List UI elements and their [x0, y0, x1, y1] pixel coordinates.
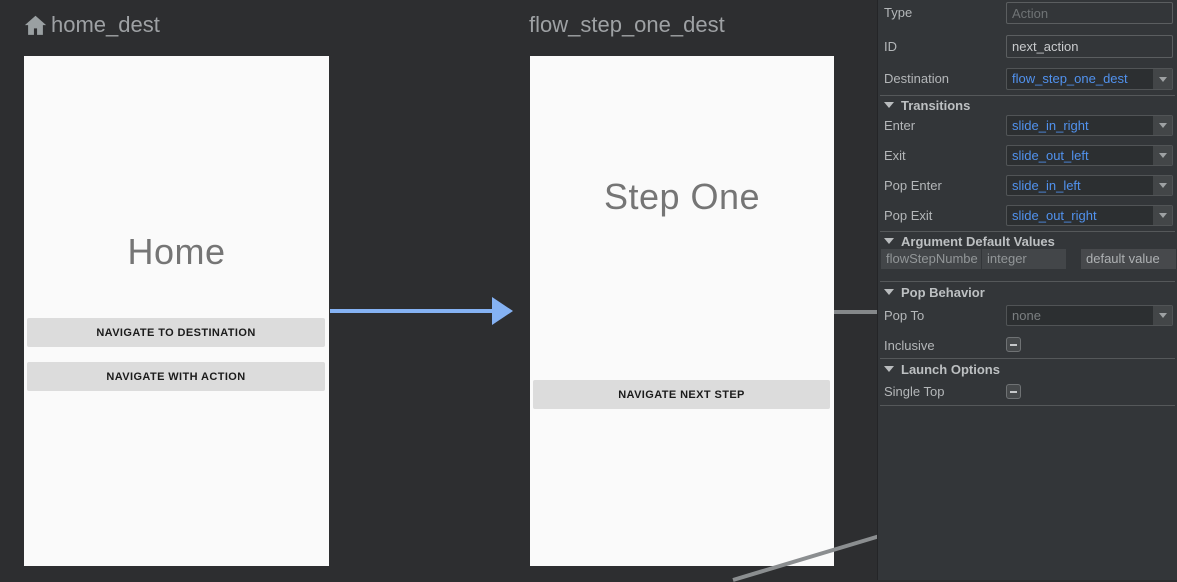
exit-label: Exit [884, 148, 906, 163]
argument-defaults-section-header[interactable]: Argument Default Values [884, 233, 1055, 249]
pop-to-dropdown[interactable]: none [1006, 305, 1173, 326]
pop-exit-transition-dropdown[interactable]: slide_out_right [1006, 205, 1173, 226]
transitions-section-header[interactable]: Transitions [884, 97, 970, 113]
collapse-triangle-icon [884, 238, 894, 244]
inclusive-label: Inclusive [884, 338, 935, 353]
section-divider [880, 358, 1175, 359]
preview-button-navigate-next-step: NAVIGATE NEXT STEP [533, 380, 830, 409]
pop-to-value: none [1012, 308, 1041, 323]
destination-home-card[interactable]: Home NAVIGATE TO DESTINATION NAVIGATE WI… [24, 56, 329, 566]
collapse-triangle-icon [884, 366, 894, 372]
argument-name-cell[interactable]: flowStepNumbe [881, 249, 981, 269]
exit-transition-dropdown[interactable]: slide_out_left [1006, 145, 1173, 166]
attributes-panel: Type ID Destination flow_step_one_dest T… [877, 0, 1177, 580]
pop-exit-transition-value: slide_out_right [1012, 208, 1097, 223]
section-divider [880, 95, 1175, 96]
section-divider [880, 405, 1175, 406]
nav-graph-canvas[interactable]: home_dest flow_step_one_dest Home NAVIGA… [0, 0, 879, 582]
action-edge-home-to-step-one-line[interactable] [330, 309, 492, 313]
chevron-down-icon [1153, 176, 1172, 195]
destination-label: Destination [884, 71, 950, 86]
id-label: ID [884, 39, 897, 54]
chevron-down-icon [1153, 206, 1172, 225]
launch-options-section-header[interactable]: Launch Options [884, 361, 1000, 377]
destination-flow-step-one-card[interactable]: Step One NAVIGATE NEXT STEP [530, 56, 834, 566]
chevron-down-icon [1153, 306, 1172, 325]
destination-dropdown-value: flow_step_one_dest [1012, 71, 1128, 86]
indeterminate-dash-icon [1010, 343, 1017, 346]
argument-type-cell[interactable]: integer [982, 249, 1066, 269]
inclusive-checkbox[interactable] [1006, 337, 1021, 352]
id-input[interactable] [1006, 35, 1173, 58]
section-divider [880, 231, 1175, 232]
chevron-down-icon [1153, 69, 1172, 89]
pop-behavior-section-header[interactable]: Pop Behavior [884, 284, 985, 300]
pop-enter-transition-dropdown[interactable]: slide_in_left [1006, 175, 1173, 196]
argument-defaults-header-label: Argument Default Values [901, 233, 1055, 249]
type-input[interactable] [1006, 2, 1173, 24]
launch-options-header-label: Launch Options [901, 361, 1000, 377]
preview-button-navigate-to-destination: NAVIGATE TO DESTINATION [27, 318, 325, 347]
pop-exit-label: Pop Exit [884, 208, 933, 223]
enter-label: Enter [884, 118, 916, 133]
destination-dropdown[interactable]: flow_step_one_dest [1006, 68, 1173, 90]
screen-title-home: Home [127, 231, 226, 272]
enter-transition-dropdown[interactable]: slide_in_right [1006, 115, 1173, 136]
type-label: Type [884, 5, 913, 20]
pop-enter-label: Pop Enter [884, 178, 942, 193]
argument-default-value-cell[interactable]: default value [1081, 249, 1176, 269]
preview-button-navigate-with-action: NAVIGATE WITH ACTION [27, 362, 325, 391]
single-top-label: Single Top [884, 384, 945, 399]
destination-title-home[interactable]: home_dest [51, 12, 160, 37]
single-top-checkbox[interactable] [1006, 384, 1021, 399]
transitions-header-label: Transitions [901, 97, 971, 113]
chevron-down-icon [1153, 146, 1172, 165]
action-edge-step-one-outgoing-line[interactable] [834, 310, 877, 314]
enter-transition-value: slide_in_right [1012, 118, 1089, 133]
indeterminate-dash-icon [1010, 390, 1017, 393]
section-divider [880, 281, 1175, 282]
exit-transition-value: slide_out_left [1012, 148, 1089, 163]
chevron-down-icon [1153, 116, 1172, 135]
screen-title-step-one: Step One [603, 176, 761, 217]
pop-to-label: Pop To [884, 308, 925, 323]
pop-enter-transition-value: slide_in_left [1012, 178, 1081, 193]
collapse-triangle-icon [884, 289, 894, 295]
collapse-triangle-icon [884, 102, 894, 108]
action-edge-home-to-step-one-arrowhead-icon[interactable] [492, 297, 513, 325]
home-icon [23, 13, 48, 38]
pop-behavior-header-label: Pop Behavior [901, 284, 985, 300]
destination-title-flow-step-one[interactable]: flow_step_one_dest [529, 12, 725, 37]
